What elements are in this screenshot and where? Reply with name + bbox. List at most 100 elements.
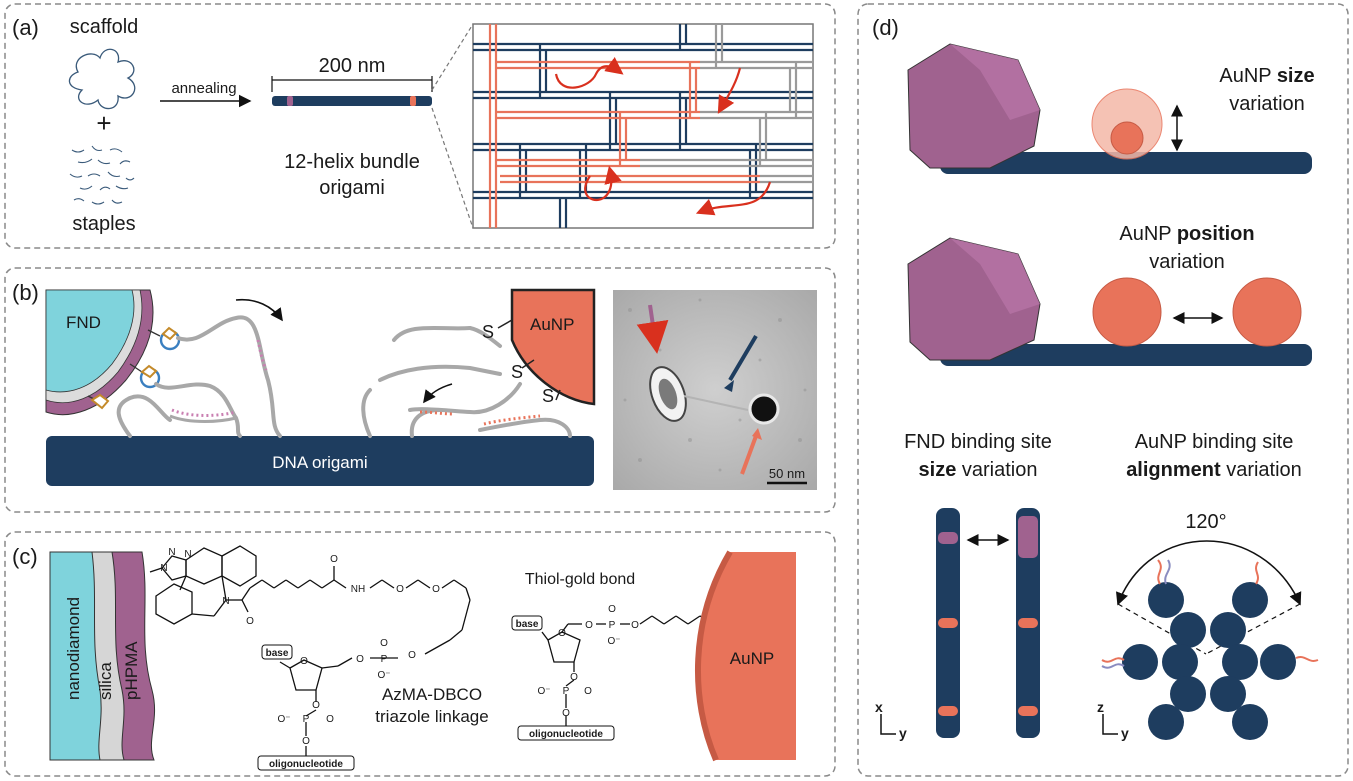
o-atom-11: O — [302, 736, 310, 747]
n-atom-3: N — [184, 549, 191, 560]
o-atom-5: O — [408, 650, 416, 661]
binding-arrow-fnd — [235, 298, 283, 322]
bundle-label-1: 12-helix bundle — [284, 151, 420, 173]
base-label-2: base — [516, 619, 539, 630]
aunp-position-1 — [1092, 277, 1162, 347]
n-atom-4: N — [222, 596, 229, 607]
thiol-o-5: O — [570, 672, 578, 683]
o-atom-2: O — [330, 554, 338, 565]
helix-cross-section — [1122, 582, 1296, 740]
o-atom-7: O — [380, 638, 388, 649]
annealing-label: annealing — [171, 80, 236, 97]
axis-y-label-2: y — [1121, 725, 1129, 741]
o-atom-9: O — [312, 700, 320, 711]
staples-label: staples — [72, 213, 135, 235]
angle-arc — [1116, 540, 1302, 606]
length-label: 200 nm — [319, 55, 386, 77]
panel-c-label: (c) — [12, 544, 38, 569]
thiol-o-3: O — [631, 620, 639, 631]
fnd-site-line1: FND binding site — [904, 431, 1052, 453]
dbco-linkers — [87, 326, 181, 410]
n-atom-1: N — [160, 563, 167, 574]
thiol-o-7: O — [562, 708, 570, 719]
tem-scalebar-label: 50 nm — [769, 466, 805, 481]
axis-x-label: x — [875, 699, 883, 715]
alignment-line1: AuNP binding site — [1135, 431, 1294, 453]
oligo-label-1: oligonucleotide — [269, 759, 343, 770]
aunp-small-size — [1110, 121, 1144, 155]
position-variation-line1: AuNP position — [1119, 223, 1254, 245]
base-label-1: base — [266, 648, 289, 659]
dna-origami-label: DNA origami — [272, 453, 367, 472]
fnd-label: FND — [66, 313, 101, 332]
binding-arrow-aunp — [423, 383, 453, 404]
panel-c-frame — [4, 531, 836, 777]
azma-label-2: triazole linkage — [375, 707, 488, 726]
silica-label: silica — [96, 662, 115, 700]
aunp-surface — [697, 552, 796, 760]
o-atom-10: O — [326, 714, 334, 725]
origami-bar-size — [940, 152, 1312, 174]
thiol-o-2: O — [608, 604, 616, 615]
thiol-structure — [541, 615, 713, 726]
scaffold-label: scaffold — [70, 16, 139, 38]
axis-zy — [1102, 714, 1118, 735]
origami-bundle-small — [272, 96, 432, 106]
panel-a-label: (a) — [12, 15, 39, 40]
nh-atom: NH — [351, 584, 365, 595]
nanodiamond-label: nanodiamond — [64, 597, 83, 700]
aunp-position-2 — [1232, 277, 1302, 347]
sulfur-2: S — [511, 362, 523, 382]
sulfur-3: S — [542, 386, 554, 406]
size-variation-line2: variation — [1229, 93, 1305, 115]
o-atom-3: O — [396, 584, 404, 595]
nanodiamond-layer — [49, 551, 102, 761]
dna-strands — [116, 315, 572, 438]
n-atom-2: N — [168, 547, 175, 558]
thiol-o-4: O — [558, 628, 566, 639]
staple-routing-zoom — [472, 23, 814, 229]
axis-xy — [880, 714, 896, 735]
p-atom-1: P — [381, 654, 388, 665]
oligo-label-2: oligonucleotide — [529, 729, 603, 740]
thiol-p-1: P — [609, 620, 616, 631]
panel-b-frame — [4, 267, 836, 513]
thiol-p-2: P — [563, 686, 570, 697]
bundle-label-2: origami — [319, 177, 385, 199]
origami-bar-position — [940, 344, 1312, 366]
angle-label: 120° — [1185, 511, 1226, 533]
o-atom-6: O — [356, 654, 364, 665]
o-atom-1: O — [246, 616, 254, 627]
thiol-title: Thiol-gold bond — [525, 571, 635, 588]
aunp-label-b: AuNP — [530, 315, 574, 334]
panel-d-frame — [857, 3, 1349, 777]
staples-icon — [69, 145, 135, 205]
panel-d-label: (d) — [872, 15, 899, 40]
alignment-line2: alignment variation — [1126, 459, 1302, 481]
tem-micrograph: 50 nm — [613, 290, 817, 490]
panel-c: (c) nanodiamond silica pHPMA — [12, 544, 796, 771]
thiol-o-6: O — [584, 686, 592, 697]
position-variation-line2: variation — [1149, 251, 1225, 273]
axis-y-label: y — [899, 725, 907, 741]
o-atom-4: O — [432, 584, 440, 595]
fnd-site-line2: size variation — [919, 459, 1038, 481]
thiol-o-minus-2: O⁻ — [537, 686, 550, 697]
azma-label-1: AzMA-DBCO — [382, 685, 482, 704]
p-atom-2: P — [303, 714, 310, 725]
o-atom-8: O — [300, 656, 308, 667]
panel-a: (a) scaffold + staples annealing 200 nm … — [12, 15, 814, 235]
sulfur-1: S — [482, 322, 494, 342]
dna-origami-bar — [46, 436, 594, 486]
o-minus-2: O⁻ — [277, 714, 290, 725]
axis-z-label: z — [1097, 699, 1104, 715]
panel-b: DNA origami FND — [12, 280, 817, 490]
hybridized-duplexes — [169, 339, 541, 426]
aunp-binding-strands — [1101, 559, 1319, 669]
thiol-o-1: O — [585, 620, 593, 631]
thiol-bonds — [497, 319, 561, 401]
azma-dbco-structure — [149, 545, 471, 756]
o-minus-1: O⁻ — [377, 670, 390, 681]
size-variation-line1: AuNP size — [1219, 65, 1314, 87]
